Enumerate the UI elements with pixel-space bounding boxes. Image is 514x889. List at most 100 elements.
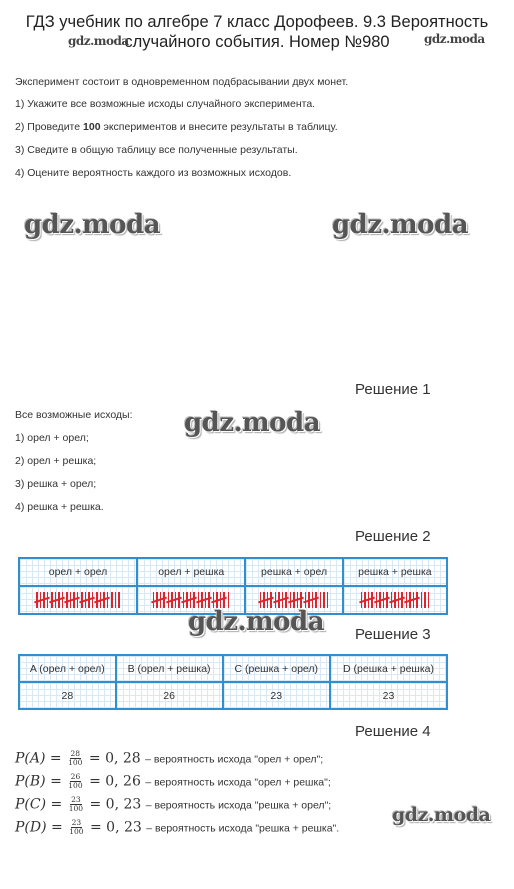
tally-group	[403, 592, 420, 608]
results-value: 23	[221, 681, 332, 710]
tally-stroke	[319, 592, 322, 608]
probability-lhs: P(D)	[15, 819, 47, 836]
probability-desc: – вероятность исхода "решка + решка".	[146, 822, 340, 835]
tally-stroke	[61, 592, 64, 608]
tally-header: орел + орел	[17, 557, 139, 587]
fraction-numerator: 23	[70, 818, 83, 828]
results-table: A (орел + орел) B (орел + решка) C (решк…	[18, 654, 448, 710]
task-item-num: 1)	[15, 98, 25, 110]
task-item-text: Оцените вероятность каждого из возможных…	[27, 167, 292, 179]
task-item-bold-number: 100	[83, 121, 101, 133]
tally-cell	[17, 585, 139, 615]
tally-stroke	[416, 592, 418, 608]
fraction-numerator: 26	[69, 772, 82, 782]
outcome-item: 4) решка + решка.	[15, 501, 104, 513]
watermark-logo: gdz.moda	[68, 34, 129, 48]
tally-stroke	[111, 592, 113, 608]
tally-stroke	[300, 592, 302, 608]
task-item-text-rest: экспериментов и внесите результаты в таб…	[103, 121, 338, 133]
tally-stroke	[315, 592, 317, 608]
tally-stroke	[193, 592, 195, 608]
tally-group	[388, 592, 405, 608]
tally-header: решка + решка	[341, 557, 449, 587]
watermark-logo: gdz.moda	[188, 607, 325, 637]
page-title-line2: случайного события. Номер №980	[124, 33, 390, 51]
solution-1-title: Решение 1	[355, 381, 431, 398]
tally-group	[302, 592, 319, 608]
solution-1-intro: Все возможные исходы:	[15, 409, 133, 421]
task-intro: Эксперимент состоит в одновременном подб…	[15, 76, 349, 88]
tally-cell	[244, 585, 344, 615]
tally-stroke	[91, 592, 94, 608]
task-item: 2) Проведите 100 экспериментов и внесите…	[15, 121, 338, 133]
task-item-text: Проведите	[27, 121, 81, 133]
tally-group	[94, 592, 111, 608]
tally-group	[211, 592, 227, 608]
solution-3-title: Решение 3	[355, 626, 431, 643]
tally-group	[287, 592, 304, 608]
fraction-denominator: 100	[68, 804, 84, 813]
tally-header: решка + орел	[244, 557, 344, 587]
tally-stroke	[285, 592, 287, 608]
tally-stroke	[326, 592, 329, 608]
solution-4-title: Решение 4	[355, 723, 431, 740]
probability-value: = 0, 28	[88, 750, 141, 767]
results-value: 26	[114, 681, 224, 710]
outcome-num: 3)	[15, 478, 25, 490]
tally-group	[227, 592, 230, 608]
task-item-num: 4)	[15, 167, 25, 179]
results-header: C (решка + орел)	[221, 654, 332, 683]
outcome-num: 4)	[15, 501, 25, 513]
task-item: 4) Оцените вероятность каждого из возмож…	[15, 167, 291, 179]
tally-stroke	[323, 592, 325, 608]
results-value: 28	[18, 681, 117, 710]
tally-stroke	[227, 592, 230, 608]
tally-stroke	[106, 592, 109, 608]
tally-cell	[136, 585, 247, 615]
probability-lhs: P(C)	[15, 796, 47, 813]
task-item-text: Сведите в общую таблицу все полученные р…	[27, 144, 298, 156]
tally-group	[196, 592, 212, 608]
outcome-text: решка + орел;	[27, 478, 97, 490]
fraction-numerator: 28	[69, 749, 82, 759]
probability-desc: – вероятность исхода "орел + орел";	[145, 753, 324, 766]
probability-value: = 0, 23	[89, 796, 142, 813]
solution-2-title: Решение 2	[355, 528, 431, 545]
tally-group	[257, 592, 274, 608]
results-header: A (орел + орел)	[18, 654, 117, 683]
tally-stroke	[178, 592, 180, 608]
tally-group	[79, 592, 96, 608]
task-item-num: 2)	[15, 121, 25, 133]
outcome-num: 2)	[15, 455, 25, 467]
tally-group	[111, 592, 120, 608]
results-value: 23	[329, 681, 448, 710]
watermark-logo: gdz.moda	[332, 210, 469, 240]
watermark-logo: gdz.moda	[184, 408, 321, 438]
outcome-text: решка + решка.	[27, 501, 104, 513]
task-item-text: Укажите все возможные исходы случайного …	[27, 98, 316, 110]
tally-stroke	[424, 592, 426, 608]
tally-stroke	[420, 592, 423, 608]
watermark-logo: gdz.moda	[424, 32, 485, 46]
tally-marks	[246, 591, 341, 609]
tally-stroke	[223, 592, 225, 608]
fraction-numerator: 23	[70, 795, 82, 805]
tally-stroke	[163, 592, 165, 608]
tally-group	[166, 592, 182, 608]
tally-stroke	[427, 592, 430, 608]
tally-stroke	[208, 592, 210, 608]
tally-header: орел + решка	[136, 557, 247, 587]
tally-group	[373, 592, 390, 608]
probability-desc: – вероятность исхода "орел + решка";	[145, 776, 331, 789]
outcome-text: орел + орел;	[27, 432, 89, 444]
tally-stroke	[386, 592, 388, 608]
probability-desc: – вероятность исхода "решка + орел";	[145, 799, 332, 812]
tally-group	[319, 592, 329, 608]
